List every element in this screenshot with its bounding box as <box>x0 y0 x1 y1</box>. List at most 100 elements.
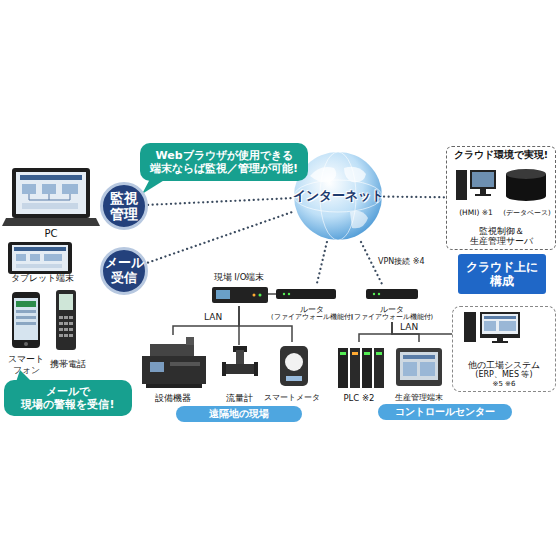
node-label: メールで 現場の警報を受信! <box>10 385 126 411</box>
io-terminal-illustration <box>253 294 256 297</box>
smartphone-illustration <box>12 292 40 348</box>
io-terminal: 現場 I/O端末 <box>210 272 268 306</box>
smart-meter-illustration <box>280 346 308 386</box>
terminal-illustration <box>420 362 435 376</box>
flowmeter-illustration <box>222 346 258 376</box>
callout-bubble: Webブラウザが使用できる 端末ならば監視／管理が可能! <box>140 143 308 181</box>
router-illustration <box>283 293 285 295</box>
plc-device: PLC ※2 <box>334 342 384 403</box>
mobile-phone-illustration <box>56 290 76 350</box>
smartphone-illustration <box>12 292 40 348</box>
plc-illustration <box>340 352 346 355</box>
lan-line <box>239 306 292 342</box>
mobile-phone-illustration <box>64 328 68 331</box>
factory-system-illustration <box>480 312 520 338</box>
site-band: 遠隔地の現場 <box>176 406 302 422</box>
internet-globe: インターネット <box>292 150 384 242</box>
router-illustration <box>378 293 380 295</box>
database: (データベース) <box>501 165 553 217</box>
flowmeter-device: 流量計 <box>218 345 260 403</box>
terminal-illustration <box>396 348 442 386</box>
io-terminal-illustration <box>212 287 268 303</box>
mobile-phone-illustration <box>59 322 63 325</box>
hmi-computer-illustration <box>456 170 467 200</box>
smartphone-illustration <box>16 301 36 307</box>
callout-bubble: メールで 現場の警報を受信! <box>4 380 132 416</box>
node-label: PC <box>44 228 57 240</box>
globe-illustration <box>344 167 366 182</box>
smartphone-illustration <box>16 322 36 325</box>
tablet-illustration <box>16 264 62 268</box>
cloud-group: クラウド環境で実現! 監視制御＆ 生産管理サーバ (HMI) ※1 (データベース) <box>446 146 556 250</box>
tablet-illustration <box>14 247 66 251</box>
laptop-illustration <box>12 168 90 218</box>
laptop-illustration <box>22 184 36 194</box>
function-circle: メール 受信 <box>100 247 148 295</box>
mobile-phone-illustration <box>59 316 63 319</box>
node-label: 現場 I/O端末 <box>214 272 265 282</box>
node-label: (ファイアウォール機能付) <box>271 314 353 322</box>
plc-illustration <box>362 348 372 388</box>
smart-meter-device: スマートメータ <box>264 342 320 403</box>
node-label: クラウド上に 構成 <box>458 260 546 289</box>
tablet-device: タブレット端末 <box>2 240 82 284</box>
node-label: 生産管理端末 <box>395 393 443 403</box>
mobile-phone-illustration <box>56 290 76 350</box>
terminal-device: 生産管理端末 <box>390 342 448 403</box>
flowmeter-illustration <box>222 362 226 376</box>
laptop-illustration <box>16 172 86 214</box>
site-band: コントロールセンター <box>378 404 512 420</box>
laptop-illustration <box>42 184 56 194</box>
mobile-phone-illustration <box>64 334 68 337</box>
database-illustration <box>506 169 546 201</box>
router-illustration <box>276 289 418 299</box>
tablet-illustration <box>8 242 72 274</box>
router-illustration <box>288 293 290 295</box>
laptop-illustration <box>29 194 70 200</box>
function-circle: 監視 管理 <box>100 182 148 230</box>
network-link <box>148 212 292 263</box>
hmi-computer-illustration <box>475 194 491 196</box>
network-label: LAN <box>400 323 418 333</box>
database-illustration <box>506 169 546 179</box>
cloud-box: クラウド上に 構成 <box>458 254 546 294</box>
hmi-computer: (HMI) ※1 <box>453 165 499 217</box>
lan-line <box>359 322 392 342</box>
flowmeter-illustration <box>254 362 258 376</box>
mobile-phone-illustration <box>69 328 73 331</box>
machine-illustration <box>186 337 194 345</box>
callout-tail <box>142 179 166 194</box>
tablet-illustration <box>16 254 26 261</box>
factory-system-group: 他の工場システム(ERP、MES 等)※5 ※6 <box>452 306 556 392</box>
mobile-phone-illustration <box>64 316 68 319</box>
machine-illustration <box>150 344 194 358</box>
smartphone-illustration <box>14 298 38 340</box>
hmi-computer-illustration <box>456 170 496 200</box>
node-label: クラウド環境で実現! <box>454 149 548 160</box>
tablet-illustration <box>30 254 40 261</box>
node-label: 監視 管理 <box>103 190 145 222</box>
router-illustration <box>373 293 375 295</box>
node-label: 監視制御＆ 生産管理サーバ <box>450 226 552 246</box>
globe-illustration <box>350 211 368 228</box>
lan-line <box>392 322 452 334</box>
flowmeter-illustration <box>236 350 244 364</box>
network-label: LAN <box>204 313 222 323</box>
mobile-phone-illustration <box>59 334 63 337</box>
smartphone-illustration <box>16 316 36 319</box>
factory-system-illustration <box>464 312 520 343</box>
terminal-illustration <box>403 355 435 359</box>
plc-illustration <box>352 352 358 355</box>
node-label: ルータ <box>300 305 324 315</box>
node-label: タブレット端末 <box>11 273 74 284</box>
factory-system-illustration <box>482 314 518 334</box>
node-label: (データベース) <box>503 209 550 217</box>
router-illustration <box>276 289 336 299</box>
network-link <box>316 242 327 286</box>
machine-illustration <box>142 356 206 384</box>
smartphone-illustration <box>16 310 36 313</box>
mobile-phone-illustration <box>69 316 73 319</box>
mobile-phone-device: 携帯電話 <box>48 288 88 370</box>
